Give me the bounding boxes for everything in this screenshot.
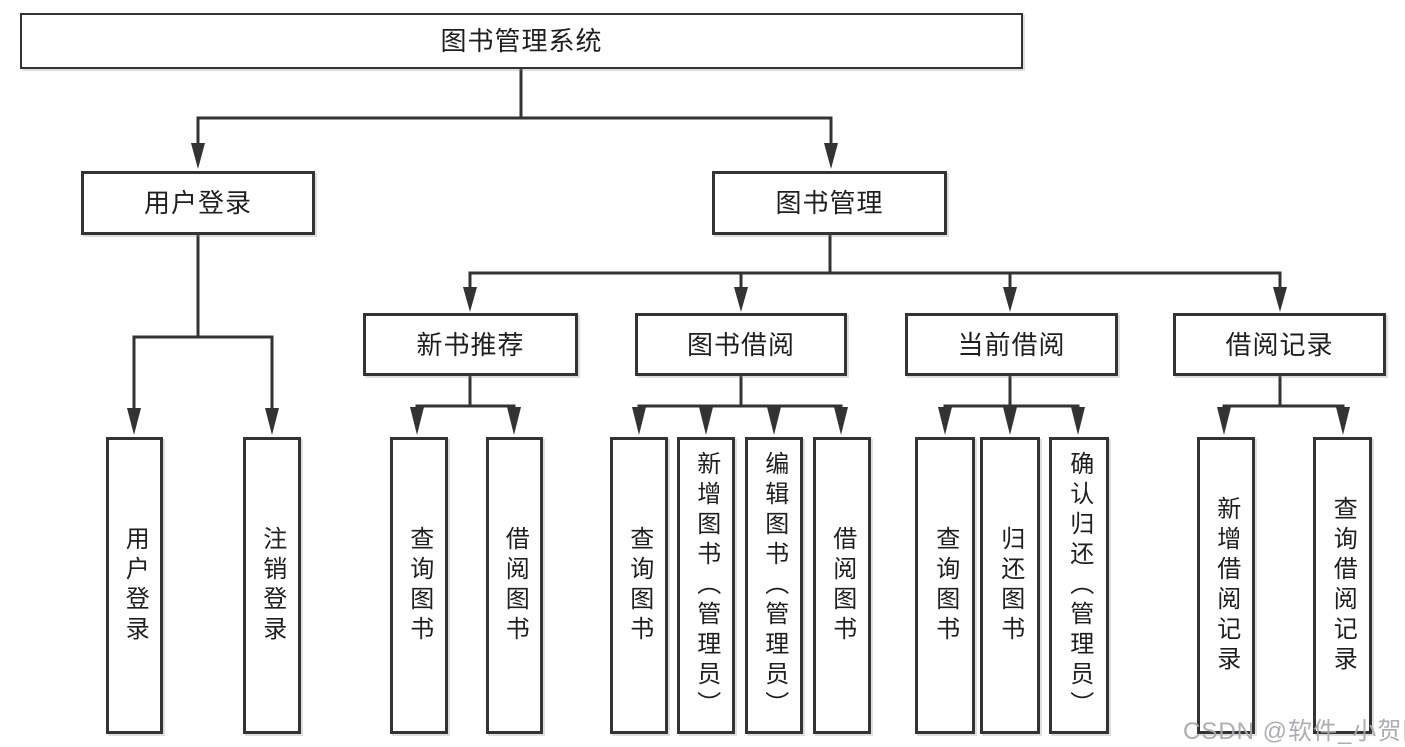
arrowhead-icon xyxy=(824,143,838,169)
leaf-add-book-admin: 新增图书（管理员） xyxy=(677,437,735,734)
node-label: 归还图书 xyxy=(996,525,1024,646)
node-label: 图书管理 xyxy=(775,188,884,218)
node-label: 注销登录 xyxy=(258,525,286,646)
leaf-add-borrow-record: 新增借阅记录 xyxy=(1197,437,1255,734)
arrowhead-icon xyxy=(463,287,477,312)
arrowhead-icon xyxy=(938,407,952,435)
node-label: 查询图书 xyxy=(405,525,433,646)
arrowhead-icon xyxy=(1336,407,1350,435)
arrowhead-icon xyxy=(507,407,521,435)
node-book-management: 图书管理 xyxy=(712,171,947,235)
node-label: 查询图书 xyxy=(931,525,959,646)
leaf-borrow-books-borrow: 借阅图书 xyxy=(813,437,871,734)
node-label: 新书推荐 xyxy=(416,329,525,360)
arrowhead-icon xyxy=(734,287,748,312)
leaf-borrow-books-recommend: 借阅图书 xyxy=(486,437,543,734)
arrowhead-icon xyxy=(1217,407,1231,435)
arrowhead-icon xyxy=(1003,407,1017,435)
node-label: 图书借阅 xyxy=(686,329,795,360)
leaf-confirm-return-admin: 确认归还（管理员） xyxy=(1049,437,1109,734)
node-label: 新增借阅记录 xyxy=(1212,495,1240,676)
node-root: 图书管理系统 xyxy=(20,13,1023,69)
node-label: 用户登录 xyxy=(121,525,149,646)
node-current-borrow: 当前借阅 xyxy=(905,313,1118,376)
node-label: 当前借阅 xyxy=(957,329,1066,360)
arrowhead-icon xyxy=(127,408,141,435)
node-user-login: 用户登录 xyxy=(81,171,315,235)
leaf-query-books-recommend: 查询图书 xyxy=(390,437,448,734)
node-label: 借阅图书 xyxy=(501,525,529,646)
arrowhead-icon xyxy=(1273,287,1287,312)
arrowhead-icon xyxy=(834,407,848,435)
node-borrow-records: 借阅记录 xyxy=(1173,313,1386,376)
watermark-text: CSDN @软件_小贺同学 xyxy=(1183,718,1405,745)
node-label: 确认归还（管理员） xyxy=(1065,450,1093,721)
node-book-borrow: 图书借阅 xyxy=(635,313,847,376)
node-label: 查询借阅记录 xyxy=(1329,495,1357,676)
leaf-query-books-borrow: 查询图书 xyxy=(610,437,668,734)
arrowhead-icon xyxy=(191,143,205,169)
leaf-edit-book-admin: 编辑图书（管理员） xyxy=(745,437,803,734)
leaf-user-login: 用户登录 xyxy=(106,437,163,734)
node-label: 图书管理系统 xyxy=(440,26,603,56)
arrowhead-icon xyxy=(410,407,424,435)
arrowhead-icon xyxy=(767,407,781,435)
leaf-query-borrow-record: 查询借阅记录 xyxy=(1313,437,1372,734)
leaf-logout: 注销登录 xyxy=(243,437,301,734)
arrowhead-icon xyxy=(632,407,646,435)
leaf-return-book: 归还图书 xyxy=(980,437,1040,734)
arrowhead-icon xyxy=(1003,287,1017,312)
node-label: 借阅记录 xyxy=(1225,329,1334,360)
leaf-query-books-current: 查询图书 xyxy=(915,437,975,734)
node-label: 编辑图书（管理员） xyxy=(760,450,788,721)
node-label: 查询图书 xyxy=(625,525,653,646)
arrowhead-icon xyxy=(1071,407,1085,435)
node-label: 借阅图书 xyxy=(828,525,856,646)
node-label: 用户登录 xyxy=(143,188,252,218)
arrowhead-icon xyxy=(699,407,713,435)
node-label: 新增图书（管理员） xyxy=(692,450,720,721)
arrowhead-icon xyxy=(265,408,279,435)
node-new-book-recommend: 新书推荐 xyxy=(363,313,578,376)
